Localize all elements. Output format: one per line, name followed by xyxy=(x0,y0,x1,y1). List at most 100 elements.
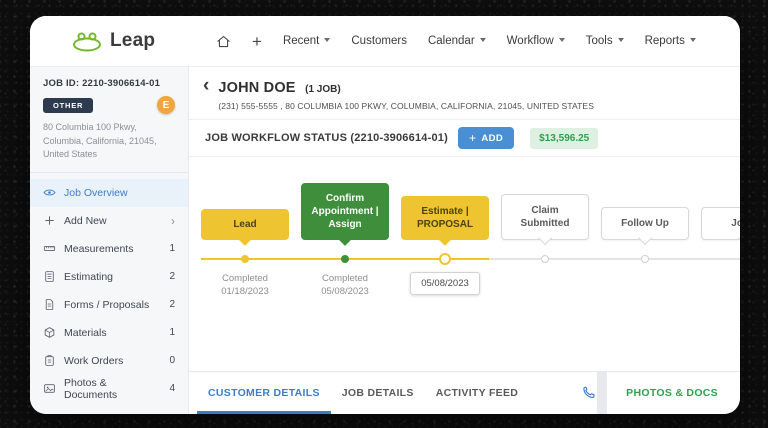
customer-job-count: (1 JOB) xyxy=(305,84,341,95)
nav-tools[interactable]: Tools xyxy=(586,35,624,47)
stage-label: Estimate | PROPOSAL xyxy=(416,206,474,230)
stage-label: Confirm Appointment | Assign xyxy=(311,193,379,230)
leap-logo[interactable]: Leap xyxy=(70,30,188,52)
job-category-badge: OTHER xyxy=(43,97,94,113)
sidebar-item-label: Work Orders xyxy=(64,354,124,367)
sidebar-item-job-overview[interactable]: Job Overview xyxy=(30,178,188,207)
call-button[interactable] xyxy=(581,372,597,414)
timeline-dot-confirm[interactable] xyxy=(341,255,349,263)
stage-date: 01/18/2023 xyxy=(221,286,269,298)
add-button-label: ADD xyxy=(481,132,504,144)
sidebar-item-add-new[interactable]: Add New › xyxy=(30,207,188,235)
nav-reports[interactable]: Reports xyxy=(645,35,696,47)
workflow-status-header: JOB WORKFLOW STATUS (2210-3906614-01) + … xyxy=(189,119,740,156)
timeline-dot-lead[interactable] xyxy=(241,255,249,263)
phone-icon xyxy=(583,386,595,399)
nav-calendar[interactable]: Calendar xyxy=(428,35,486,47)
stage-estimate-proposal[interactable]: Estimate | PROPOSAL xyxy=(401,196,489,240)
nav-reports-label: Reports xyxy=(644,35,685,47)
sidebar-item-estimating[interactable]: Estimating 2 xyxy=(30,263,188,291)
nav-customers[interactable]: Customers xyxy=(351,35,407,47)
customer-name: JOHN DOE xyxy=(218,80,296,96)
app-window: Leap + Recent Customers Calendar Workflo… xyxy=(30,16,740,414)
sidebar-item-label: Photos & Documents xyxy=(64,376,118,401)
bottom-tabs: CUSTOMER DETAILS JOB DETAILS ACTIVITY FE… xyxy=(189,371,740,414)
workflow-status-title: JOB WORKFLOW STATUS (2210-3906614-01) xyxy=(205,132,448,144)
sidebar-item-count: 2 xyxy=(169,299,175,310)
chevron-down-icon xyxy=(324,38,331,42)
sidebar-item-label: Measurements xyxy=(64,242,134,255)
workflow-stages: Lead Confirm Appointment | Assign Estima… xyxy=(189,183,740,240)
sidebar-item-label: Forms / Proposals xyxy=(64,298,150,311)
stage-sub-estimate: 05/08/2023 xyxy=(401,272,489,299)
sidebar-item-forms-proposals[interactable]: Forms / Proposals 2 xyxy=(30,291,188,319)
sidebar-item-measurements[interactable]: Measurements 1 xyxy=(30,235,188,263)
customer-contact: (231) 555-5555 , 80 COLUMBIA 100 PKWY, C… xyxy=(218,101,594,111)
stage-subtexts: Completed 01/18/2023 Completed 05/08/202… xyxy=(189,272,740,299)
box-icon xyxy=(44,327,55,338)
add-button[interactable]: + ADD xyxy=(457,127,515,149)
calculator-icon xyxy=(45,271,54,282)
clipboard-icon xyxy=(45,355,54,366)
timeline-dot-follow-up[interactable] xyxy=(641,255,649,263)
stage-sub-lead: Completed 01/18/2023 xyxy=(201,272,289,299)
sidebar-item-work-orders[interactable]: Work Orders 0 xyxy=(30,347,188,375)
stage-job[interactable]: Job A xyxy=(701,207,740,240)
sidebar-item-materials[interactable]: Materials 1 xyxy=(30,319,188,347)
sidebar-item-count: 1 xyxy=(169,327,175,338)
quick-add-button[interactable]: + xyxy=(252,31,262,51)
stage-claim-submitted[interactable]: Claim Submitted xyxy=(501,194,589,240)
tab-customer-details[interactable]: CUSTOMER DETAILS xyxy=(197,372,331,414)
job-amount-badge[interactable]: $13,596.25 xyxy=(530,127,599,149)
customer-header: ‹ JOHN DOE (1 JOB) (231) 555-5555 , 80 C… xyxy=(189,67,740,119)
ruler-icon xyxy=(43,246,56,251)
sidebar-item-label: Add New xyxy=(64,214,107,227)
nav-customers-label: Customers xyxy=(351,35,407,47)
image-icon xyxy=(44,384,55,393)
tab-photos-docs[interactable]: PHOTOS & DOCS xyxy=(626,387,718,399)
sidebar-item-label: Materials xyxy=(64,326,107,339)
chevron-down-icon xyxy=(689,38,696,42)
sidebar-item-label: Estimating xyxy=(64,270,114,283)
workflow-pipeline: Lead Confirm Appointment | Assign Estima… xyxy=(189,156,740,371)
sidebar-item-photos-documents[interactable]: Photos & Documents 4 xyxy=(30,375,188,403)
home-button[interactable] xyxy=(216,34,231,49)
sidebar-item-count: 1 xyxy=(169,243,175,254)
eye-icon xyxy=(43,189,56,196)
chevron-down-icon xyxy=(617,38,624,42)
avatar[interactable]: E xyxy=(157,96,175,114)
nav-recent-label: Recent xyxy=(282,35,320,47)
sidebar-item-count: 0 xyxy=(169,355,175,366)
nav-tools-label: Tools xyxy=(585,35,613,47)
plus-icon xyxy=(45,216,54,225)
brand-name: Leap xyxy=(110,30,156,51)
job-id: JOB ID: 2210-3906614-01 xyxy=(43,78,161,89)
stage-date: 05/08/2023 xyxy=(321,286,369,298)
chevron-right-icon: › xyxy=(171,213,175,228)
tab-activity-feed[interactable]: ACTIVITY FEED xyxy=(435,387,519,399)
stage-lead[interactable]: Lead xyxy=(201,209,289,240)
nav-calendar-label: Calendar xyxy=(427,35,475,47)
stage-date-chip[interactable]: 05/08/2023 xyxy=(410,272,480,296)
top-nav: Leap + Recent Customers Calendar Workflo… xyxy=(30,16,740,67)
media-tabs: PHOTOS & DOCS TAS xyxy=(607,372,740,414)
panel-divider xyxy=(597,371,608,414)
plus-icon: + xyxy=(468,131,477,145)
sidebar-item-count: 2 xyxy=(169,271,175,282)
sidebar-item-count: 4 xyxy=(169,383,175,394)
nav-workflow[interactable]: Workflow xyxy=(507,35,565,47)
main-content: ‹ JOHN DOE (1 JOB) (231) 555-5555 , 80 C… xyxy=(189,67,740,414)
workflow-timeline xyxy=(189,251,740,267)
nav-workflow-label: Workflow xyxy=(506,35,554,47)
chevron-down-icon xyxy=(479,38,486,42)
back-button[interactable]: ‹ xyxy=(203,75,210,96)
timeline-dot-current[interactable] xyxy=(439,253,451,265)
stage-confirm-appointment[interactable]: Confirm Appointment | Assign xyxy=(301,183,389,240)
timeline-dot-claim[interactable] xyxy=(541,255,549,263)
tab-job-details[interactable]: JOB DETAILS xyxy=(341,387,414,399)
sidebar-item-label: Job Overview xyxy=(64,186,128,199)
job-info-block: JOB ID: 2210-3906614-01 OTHER E 80 Colum… xyxy=(30,67,188,173)
nav-recent[interactable]: Recent xyxy=(282,35,331,47)
frog-icon xyxy=(73,32,101,52)
stage-follow-up[interactable]: Follow Up xyxy=(601,207,689,240)
